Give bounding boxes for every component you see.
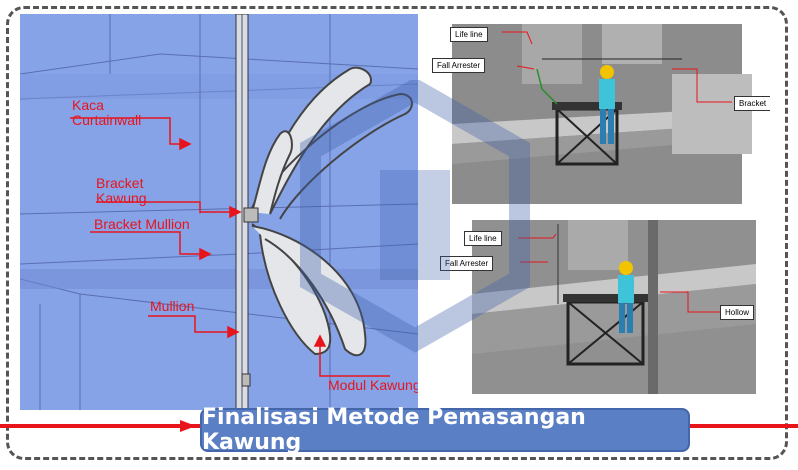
- page-title: Finalisasi Metode Pemasangan Kawung: [200, 405, 690, 455]
- kawung-model-panel: Kaca Curtainwall Bracket Kawung Bracket …: [20, 14, 418, 410]
- tag-life-line-top: Life line: [450, 27, 488, 42]
- scene-top-render: [452, 24, 752, 204]
- installation-scene-top: Life line Fall Arrester Bracket: [422, 14, 770, 206]
- label-modul-kawung: Modul Kawung: [328, 377, 418, 393]
- logo-watermark-icon: [300, 80, 530, 353]
- label-bracket-mullion: Bracket Mullion: [94, 216, 190, 232]
- tag-hollow-bottom: Hollow: [720, 305, 755, 320]
- label-kaca-curtainwall: Kaca Curtainwall: [72, 97, 142, 128]
- label-bracket-kawung: Bracket Kawung: [96, 175, 147, 206]
- label-mullion: Mullion: [150, 298, 195, 314]
- tag-fall-arrester-top: Fall Arrester: [432, 58, 486, 73]
- arrow-right-icon: [180, 420, 196, 432]
- tag-life-line-bottom: Life line: [464, 231, 502, 246]
- tag-bracket-top: Bracket: [734, 96, 770, 111]
- tag-fall-arrester-bottom: Fall Arrester: [440, 256, 494, 271]
- scene-bottom-render: [472, 220, 756, 394]
- curtainwall-render: [20, 14, 418, 410]
- installation-scene-bottom: Life line Fall Arrester Hollow: [438, 214, 758, 394]
